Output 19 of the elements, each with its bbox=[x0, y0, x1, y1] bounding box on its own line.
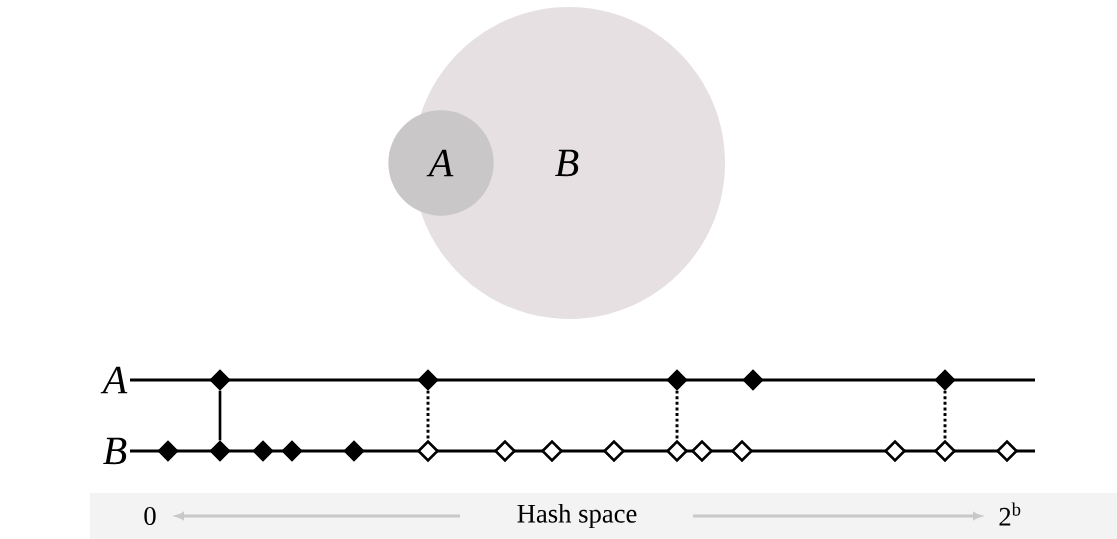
scale-label: 0 bbox=[144, 507, 156, 525]
diamond-marker bbox=[281, 440, 303, 462]
diamond-marker bbox=[742, 369, 764, 391]
line-label: A bbox=[100, 366, 128, 394]
connector-line bbox=[218, 390, 222, 441]
scale-label: 2$^{b}$ bbox=[999, 502, 1021, 526]
diamond-marker bbox=[343, 440, 365, 462]
diamond-marker bbox=[934, 369, 956, 391]
diamond-marker bbox=[666, 369, 688, 391]
diamond-marker bbox=[157, 440, 179, 462]
connector-line bbox=[426, 390, 430, 440]
line-label: B bbox=[103, 437, 127, 465]
connector-line bbox=[943, 390, 947, 440]
diamond-marker bbox=[209, 440, 231, 462]
connector-line bbox=[675, 390, 679, 440]
axis-title: Hash space bbox=[517, 503, 637, 529]
diamond-marker bbox=[252, 440, 274, 462]
diamond-marker bbox=[417, 369, 439, 391]
diamond-marker bbox=[209, 369, 231, 391]
